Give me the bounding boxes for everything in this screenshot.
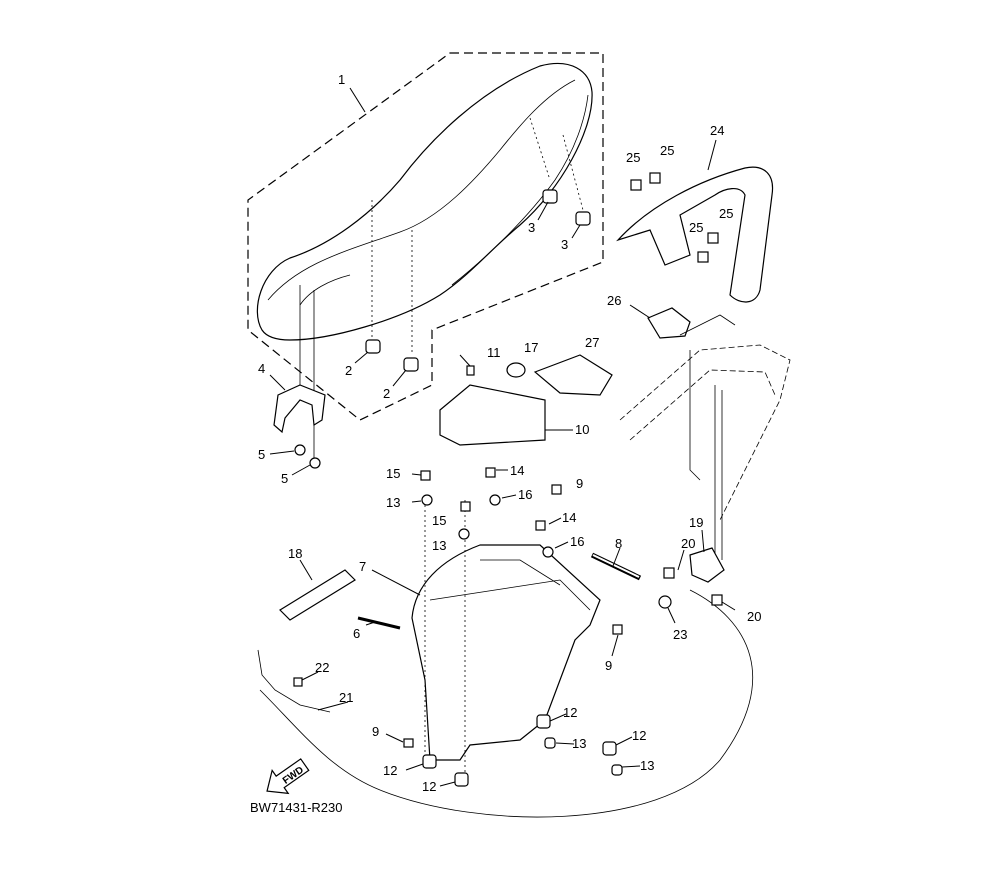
leader-lines <box>269 87 736 787</box>
strap-18 <box>279 569 356 621</box>
callout-2: 2 <box>383 386 390 401</box>
callout-8: 8 <box>615 536 622 551</box>
callout-17: 17 <box>524 340 538 355</box>
damper-parts <box>365 189 591 372</box>
seat <box>256 62 593 341</box>
seat-latch <box>689 547 725 583</box>
callout-9: 9 <box>605 658 612 673</box>
wire-21 <box>257 649 331 713</box>
callout-14: 14 <box>562 510 576 525</box>
callout-3: 3 <box>528 220 535 235</box>
callout-15: 15 <box>432 513 446 528</box>
seat-lock <box>647 307 691 339</box>
callout-21: 21 <box>339 690 353 705</box>
grommet-17 <box>506 362 526 378</box>
callout-20: 20 <box>747 609 761 624</box>
washer <box>309 457 321 469</box>
callout-14: 14 <box>510 463 524 478</box>
callout-23: 23 <box>673 627 687 642</box>
callout-1: 1 <box>338 72 345 87</box>
callout-13: 13 <box>572 736 586 751</box>
seat-assembly-boundary <box>247 52 604 421</box>
callout-22: 22 <box>315 660 329 675</box>
callout-9: 9 <box>372 724 379 739</box>
callout-13: 13 <box>432 538 446 553</box>
callout-18: 18 <box>288 546 302 561</box>
grab-bar <box>616 166 774 303</box>
callout-9: 9 <box>576 476 583 491</box>
callout-25: 25 <box>719 206 733 221</box>
callout-16: 16 <box>570 534 584 549</box>
callout-13: 13 <box>640 758 654 773</box>
callout-20: 20 <box>681 536 695 551</box>
bolts-25 <box>630 172 719 263</box>
callout-19: 19 <box>689 515 703 530</box>
callout-27: 27 <box>585 335 599 350</box>
seat-bracket <box>273 384 326 434</box>
seat-mount-lines <box>299 117 584 460</box>
rear-frame <box>619 314 791 560</box>
callout-12: 12 <box>422 779 436 794</box>
callout-10: 10 <box>575 422 589 437</box>
seat-lock-cable <box>259 589 754 818</box>
callout-25: 25 <box>660 143 674 158</box>
diagram-code: BW71431-R230 <box>250 800 343 815</box>
callout-4: 4 <box>258 361 265 376</box>
callout-13: 13 <box>386 495 400 510</box>
callout-labels: 1 3 3 25 25 24 25 25 26 2 2 11 17 27 4 1… <box>258 72 761 794</box>
callout-2: 2 <box>345 363 352 378</box>
callout-12: 12 <box>563 705 577 720</box>
washer <box>294 444 306 456</box>
callout-6: 6 <box>353 626 360 641</box>
callout-16: 16 <box>518 487 532 502</box>
cover-27 <box>533 354 613 396</box>
callout-3: 3 <box>561 237 568 252</box>
luggage-box <box>411 500 601 780</box>
fasteners <box>293 365 723 787</box>
callout-12: 12 <box>383 763 397 778</box>
callout-12: 12 <box>632 728 646 743</box>
callout-5: 5 <box>258 447 265 462</box>
callout-7: 7 <box>359 559 366 574</box>
forward-arrow-icon: FWD <box>266 758 310 795</box>
callout-11: 11 <box>487 345 501 360</box>
rod-6 <box>357 616 401 630</box>
callout-24: 24 <box>710 123 724 138</box>
callout-25: 25 <box>689 220 703 235</box>
callout-15: 15 <box>386 466 400 481</box>
callout-25: 25 <box>626 150 640 165</box>
callout-5: 5 <box>281 471 288 486</box>
callout-26: 26 <box>607 293 621 308</box>
storage-cover <box>439 384 546 446</box>
